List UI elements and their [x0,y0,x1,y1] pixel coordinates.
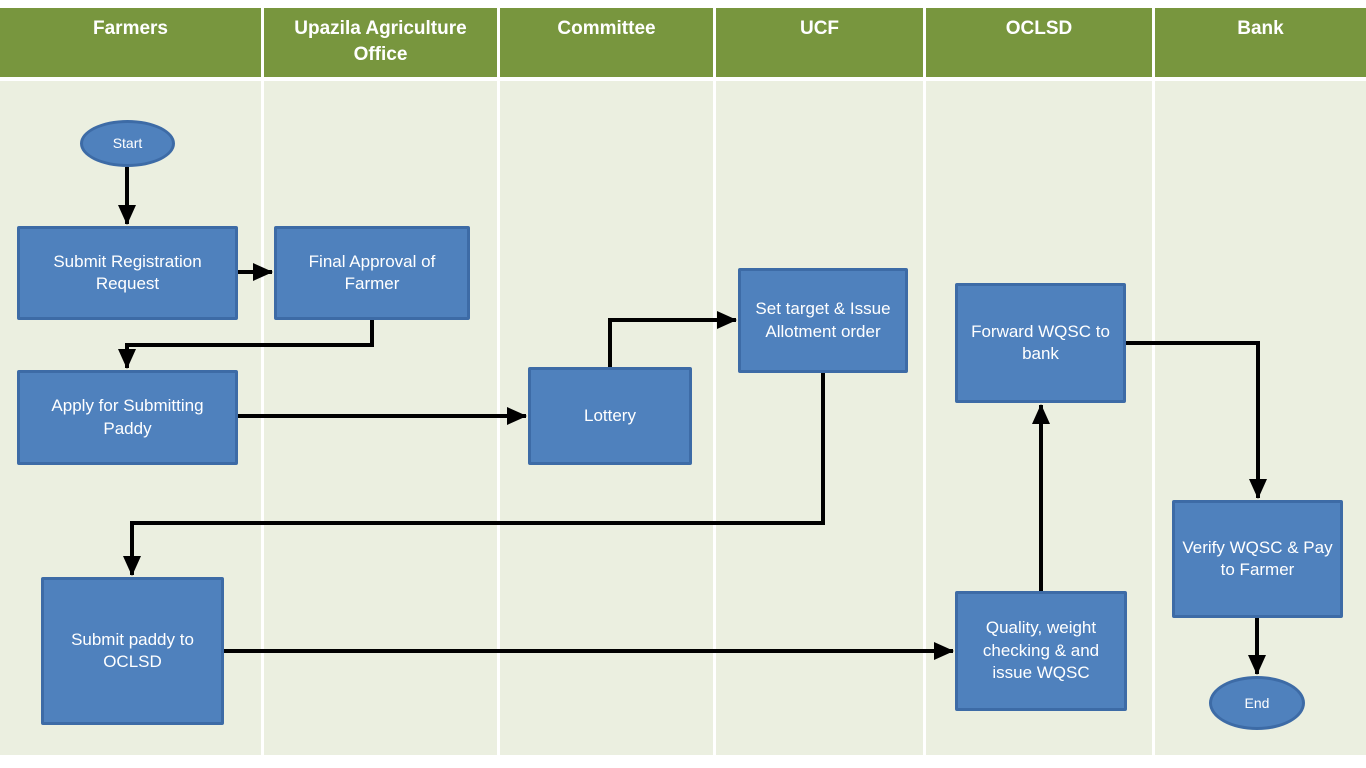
lane-header-bank: Bank [1155,8,1366,77]
node-final-approval-of-farmer: Final Approval of Farmer [274,226,470,320]
lane-header-ucf: UCF [716,8,923,77]
node-label: Apply for Submitting Paddy [51,396,204,438]
lane-header-label: UCF [799,18,840,39]
node-verify-wqsc-pay-to-farmer: Verify WQSC & Pay to Farmer [1172,500,1343,618]
node-set-target-issue-allotment-order: Set target & Issue Allotment order [738,268,908,373]
node-submit-registration-request: Submit Registration Request [17,226,238,320]
node-label: Set target & Issue Allotment order [755,299,891,341]
node-lottery: Lottery [528,367,692,465]
lane-body-bank [1155,81,1366,755]
lane-header-label: Farmers [93,18,168,39]
lane-header-committee: Committee [500,8,713,77]
node-label: End [1244,694,1270,711]
lane-header-label: OCLSD [1005,18,1073,39]
lane-header-upazila-agriculture-office: Upazila Agriculture Office [264,8,497,77]
node-quality-weight-checking-issue-wqsc: Quality, weight checking & and issue WQS… [955,591,1127,711]
lane-body-upazila-agriculture-office [264,81,497,755]
lane-header-label: Committee [557,18,656,39]
lane-body-ucf [716,81,923,755]
node-start: Start [80,120,175,167]
lane-header-label: Bank [1237,18,1284,39]
node-label: Verify WQSC & Pay to Farmer [1182,537,1333,579]
node-label: Forward WQSC to bank [971,321,1110,363]
lane-header-farmers: Farmers [0,8,261,77]
node-label: Submit Registration Request [53,251,202,293]
node-forward-wqsc-to-bank: Forward WQSC to bank [955,283,1126,403]
lane-header-oclsd: OCLSD [926,8,1152,77]
node-label: Quality, weight checking & and issue WQS… [982,618,1100,683]
node-label: Start [112,135,143,152]
lane-header-label: Upazila Agriculture Office [294,18,467,65]
node-submit-paddy-to-oclsd: Submit paddy to OCLSD [41,577,224,725]
node-apply-for-submitting-paddy: Apply for Submitting Paddy [17,370,238,465]
node-label: Final Approval of Farmer [308,251,436,293]
node-label: Submit paddy to OCLSD [71,629,194,671]
node-end: End [1209,676,1305,730]
node-label: Lottery [584,405,636,425]
